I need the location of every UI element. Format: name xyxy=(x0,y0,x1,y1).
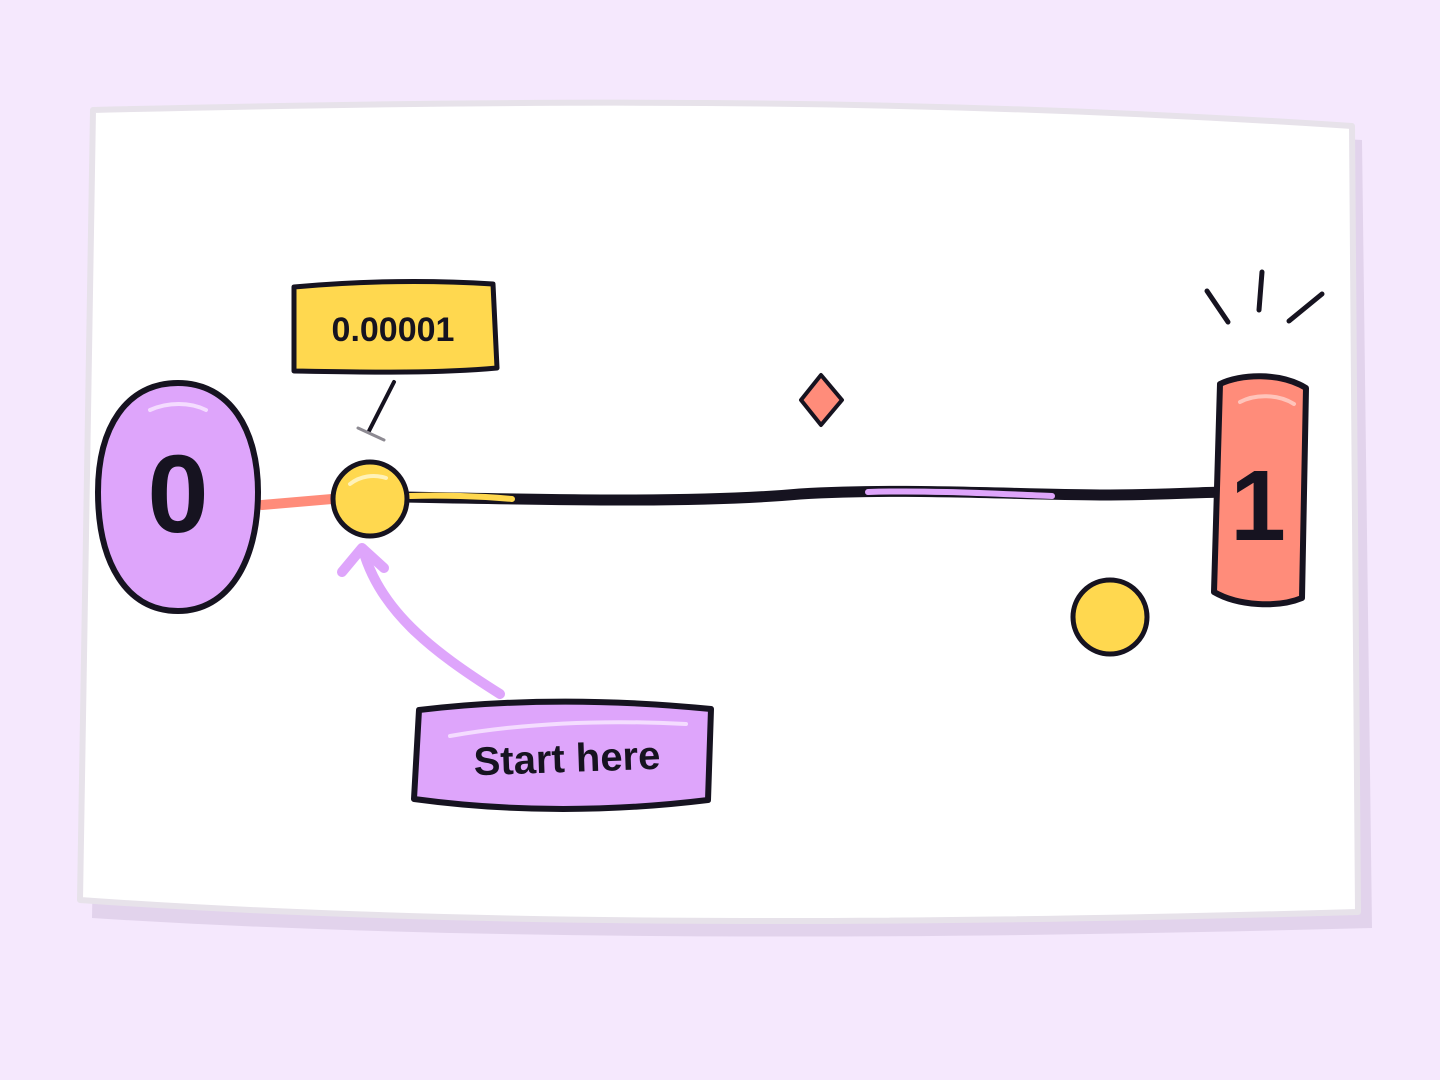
one-label: 1 xyxy=(1230,450,1286,562)
callout-arrow xyxy=(358,545,505,699)
callout-label: Start here xyxy=(473,734,661,784)
value-tag xyxy=(291,279,500,375)
zero-label: 0 xyxy=(147,433,208,556)
marker-point xyxy=(330,459,410,539)
line-highlight-yellow xyxy=(407,492,515,502)
value-tag-label: 0.00001 xyxy=(332,311,455,349)
value-tag-pointer xyxy=(367,380,396,433)
callout-arrow-head xyxy=(337,543,389,577)
burst-marks xyxy=(1204,269,1325,325)
line-highlight-purple xyxy=(865,488,1055,499)
line-segment-coral xyxy=(257,494,337,510)
zero-blob-shine xyxy=(148,402,208,412)
diamond-shape xyxy=(799,373,844,427)
value-tag-pointer-tick xyxy=(356,426,386,442)
card xyxy=(77,99,1361,925)
zero-blob xyxy=(94,379,262,615)
marker-point-shine xyxy=(348,474,388,486)
callout-box-shine xyxy=(448,720,688,738)
one-pill xyxy=(1211,373,1309,608)
yellow-dot xyxy=(1070,577,1150,657)
one-pill-shine xyxy=(1238,394,1296,406)
